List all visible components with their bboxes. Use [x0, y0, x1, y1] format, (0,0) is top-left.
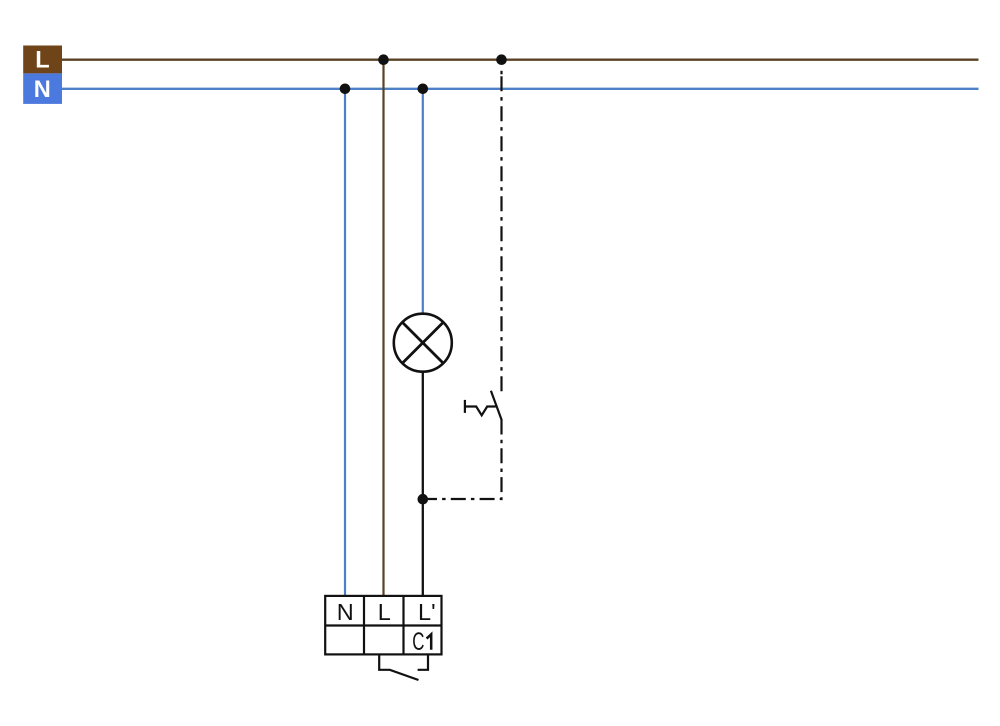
- svg-text:L': L': [418, 599, 436, 625]
- svg-text:N: N: [337, 599, 354, 625]
- svg-text:C: C: [412, 629, 424, 656]
- svg-text:N: N: [34, 77, 51, 103]
- svg-text:L: L: [35, 48, 49, 74]
- svg-text:L: L: [378, 599, 391, 625]
